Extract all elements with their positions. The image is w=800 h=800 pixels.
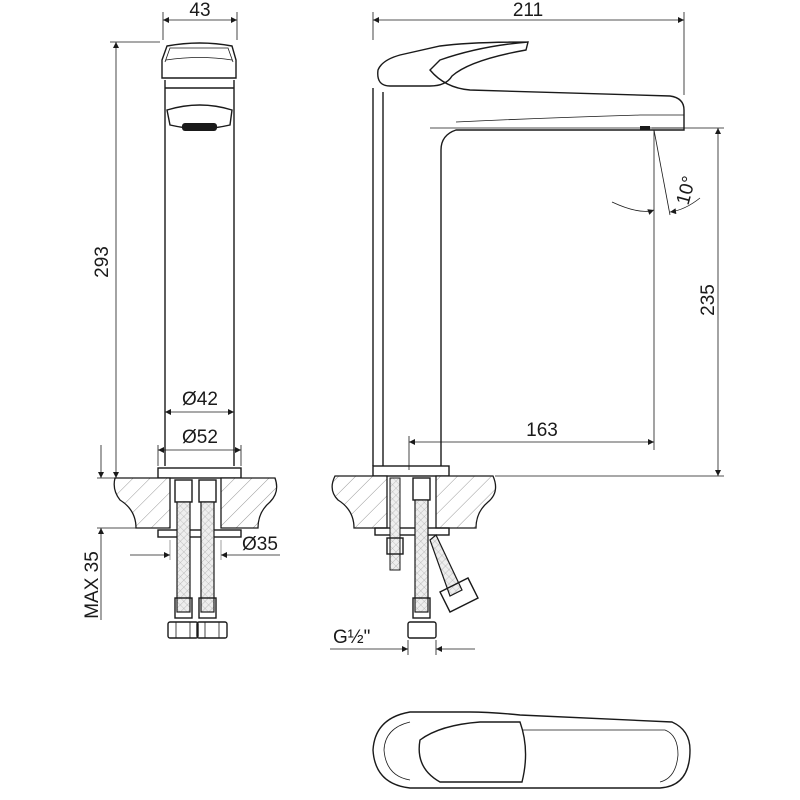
dim-max-35: MAX 35: [82, 551, 103, 619]
faucet-body-side: [372, 41, 685, 466]
mounting-washer: [157, 529, 242, 538]
countertop-section-side-right: [435, 475, 497, 529]
side-view: 211 235 163 10° G½": [330, 0, 724, 655]
base-plate-side: [372, 465, 450, 477]
dim-thread-g-half: G½": [333, 627, 370, 648]
dim-reach-163: 163: [526, 420, 558, 441]
countertop-section-right: [220, 477, 278, 529]
top-view: [372, 711, 691, 789]
base-plate: [157, 467, 242, 479]
mounting-stud: [386, 477, 404, 571]
dim-length-211: 211: [513, 0, 543, 21]
faucet-body-front: [161, 42, 237, 466]
dim-diameter-35: Ø35: [242, 534, 278, 555]
dim-diameter-52: Ø52: [182, 427, 218, 448]
dim-diameter-42: Ø42: [182, 389, 218, 410]
supply-hoses-side: [407, 477, 479, 639]
mounting-washer-side: [374, 527, 450, 536]
dim-width-43: 43: [189, 0, 210, 21]
countertop-section-side-left: [331, 475, 388, 529]
supply-hoses-front: [167, 479, 228, 639]
dim-height-235: 235: [698, 284, 719, 316]
front-view: 43 293 MAX 35 Ø42 Ø52 Ø35: [82, 0, 280, 639]
dim-angle-10: 10°: [673, 174, 701, 207]
countertop-section-left: [113, 477, 171, 529]
dim-height-293: 293: [92, 246, 113, 278]
